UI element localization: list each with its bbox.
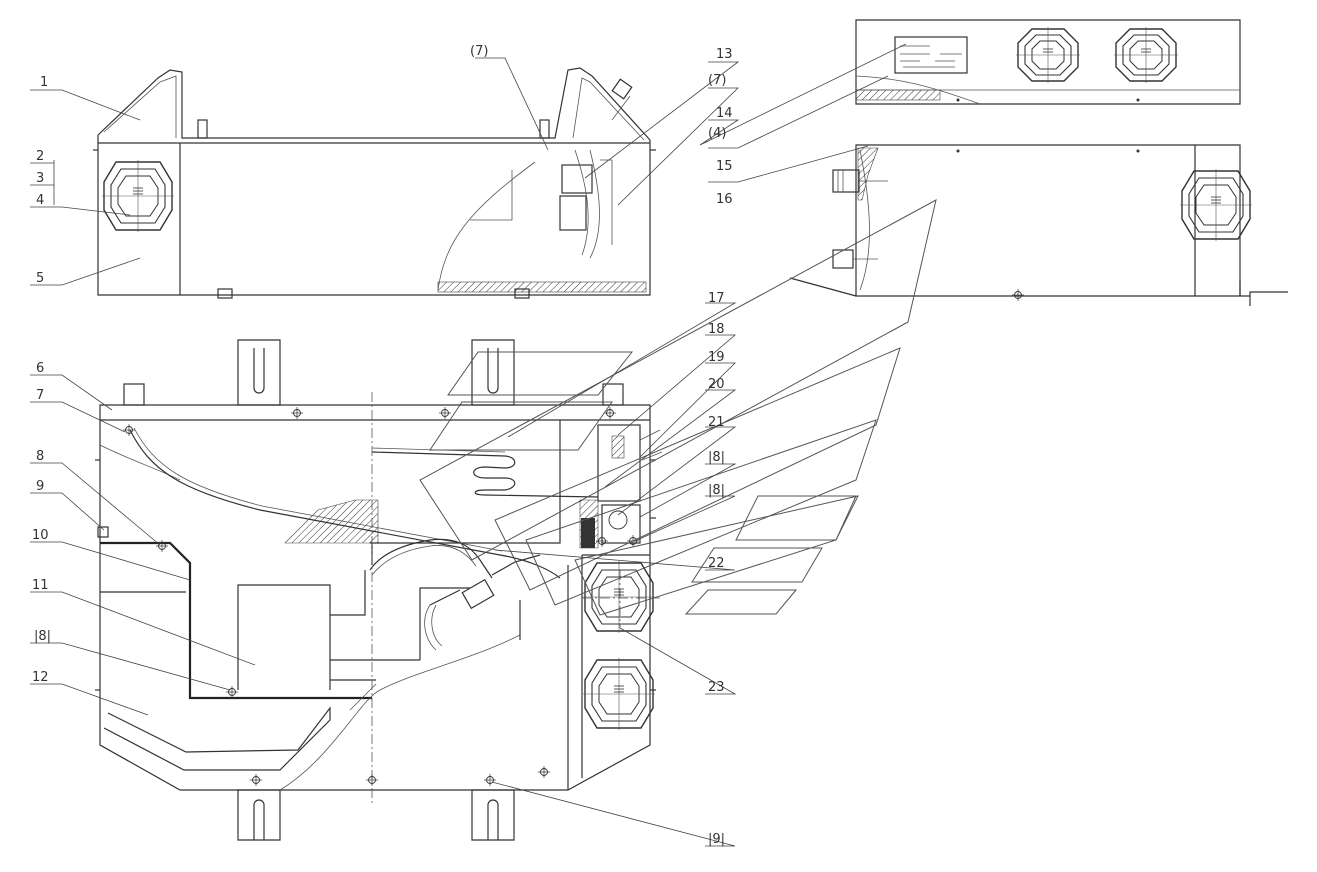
callout-7: 7 (36, 388, 44, 403)
nameplate (894, 36, 968, 74)
callout-12: 12 (32, 670, 49, 685)
callout-19b: |9| (708, 832, 725, 847)
callout-18: 18 (708, 322, 725, 337)
callout-23: 23 (708, 680, 725, 695)
callout-2: 2 (36, 149, 44, 164)
callout-19: 19 (708, 350, 725, 365)
callout-16: 16 (716, 192, 733, 207)
leader-lines (30, 43, 907, 847)
top-view (855, 19, 1241, 105)
callout-7b: (7) (708, 73, 726, 88)
callout-labels: 1 2 3 4 5 (7) 13 (7) 14 (4) 15 16 6 7 8 … (32, 44, 733, 847)
callout-8: 8 (36, 449, 44, 464)
callout-13: 13 (716, 47, 733, 62)
callout-4: 4 (36, 193, 44, 208)
callout-22: 22 (708, 556, 725, 571)
callout-18b: |8| (708, 450, 725, 465)
callout-1: 1 (40, 75, 48, 90)
callout-6: 6 (36, 361, 44, 376)
callout-10: 10 (32, 528, 49, 543)
callout-11: 11 (32, 578, 49, 593)
callout-17: 17 (708, 291, 725, 306)
callout-7a: (7) (470, 44, 488, 59)
callout-9: 9 (36, 479, 44, 494)
callout-4b: (4) (708, 126, 726, 141)
front-view (93, 67, 656, 299)
wheel-logo-watermark (419, 199, 937, 616)
callout-15: 15 (716, 159, 733, 174)
main-view (95, 339, 663, 841)
callout-5: 5 (36, 271, 44, 286)
callout-18a: |8| (34, 629, 51, 644)
callout-20: 20 (708, 377, 725, 392)
callout-18c: |8| (708, 483, 725, 498)
callout-21: 21 (708, 415, 725, 430)
callout-14: 14 (716, 106, 733, 121)
callout-3: 3 (36, 171, 44, 186)
side-view (789, 144, 1288, 306)
